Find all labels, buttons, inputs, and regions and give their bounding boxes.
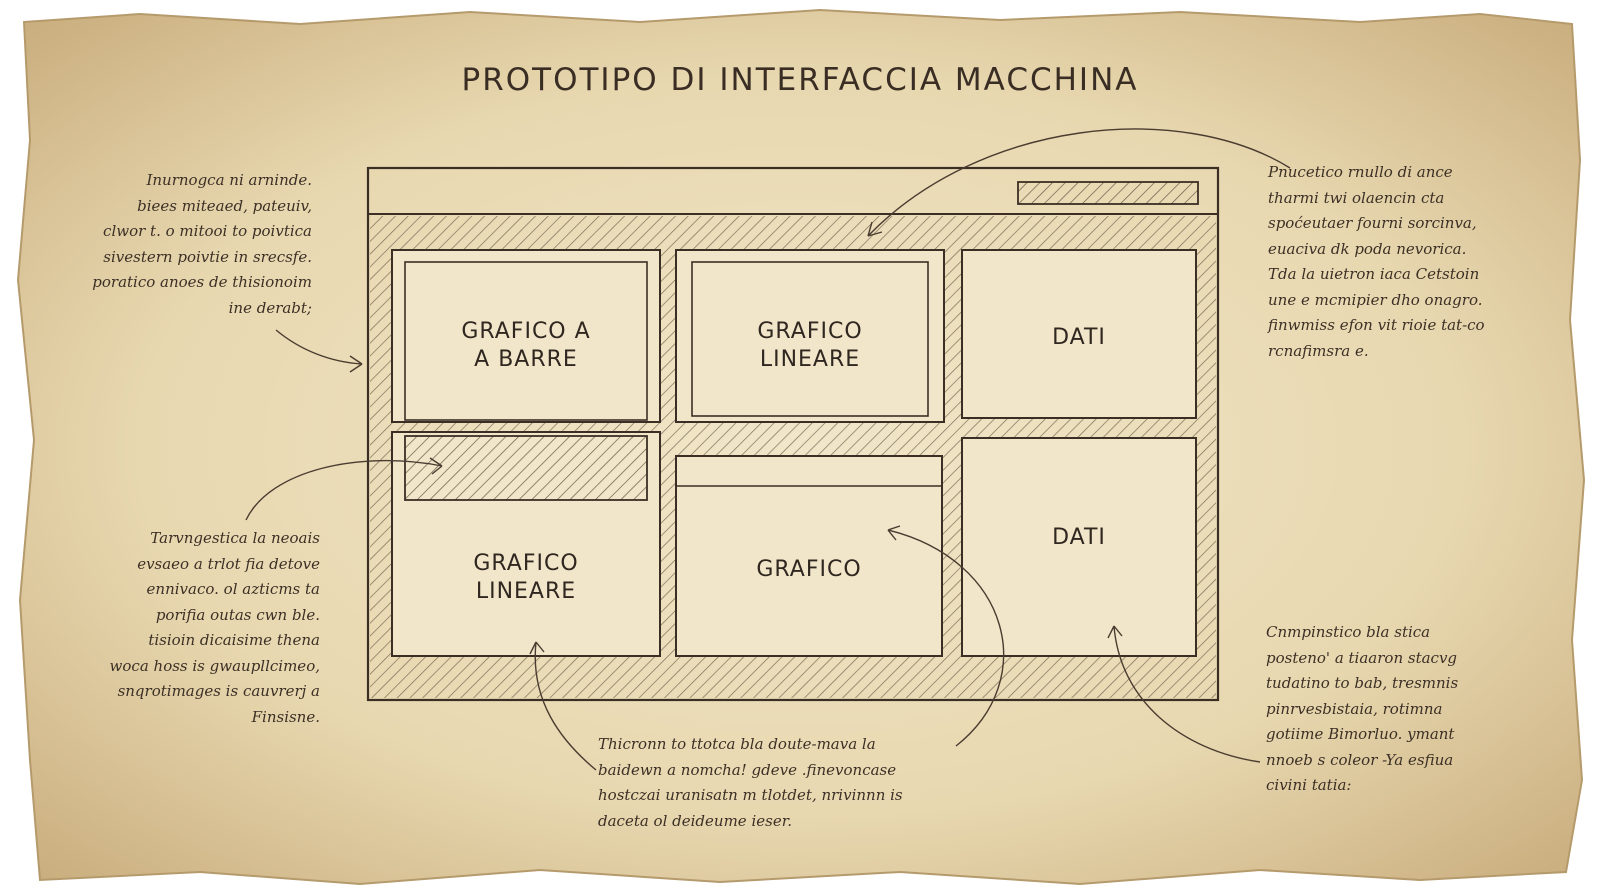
panel-chart-bottom bbox=[675, 455, 943, 657]
page-title: PROTOTIPO DI INTERFACCIA MACCHINA bbox=[461, 62, 1139, 98]
arrow-bottom-right-head bbox=[1107, 625, 1123, 639]
note-top-right: Pnucetico rnullo di ance tharmi twi olae… bbox=[1268, 163, 1485, 360]
arrow-mid-left bbox=[245, 459, 443, 521]
panel-bar-chart-inner bbox=[404, 261, 648, 421]
arrow-top-right bbox=[867, 128, 1291, 237]
panel-line-chart-top-inner bbox=[691, 261, 929, 417]
window-frame bbox=[366, 166, 1220, 702]
label-bar-chart: GRAFICO A A BARRE bbox=[461, 319, 591, 372]
note-bottom-right: Cnmpinstico bla stica posteno' a tiaaron… bbox=[1266, 623, 1459, 794]
label-data-top: DATI bbox=[1052, 325, 1106, 350]
label-data-bottom: DATI bbox=[1052, 525, 1106, 550]
label-chart-bottom: GRAFICO bbox=[756, 557, 862, 582]
panel-line-chart-bottom-header bbox=[404, 435, 648, 501]
panel-data-bottom bbox=[961, 437, 1197, 657]
label-line-chart-top: GRAFICO LINEARE bbox=[757, 319, 863, 372]
arrow-bottom-right bbox=[1113, 625, 1261, 763]
note-top-left: Inurnogca ni arninde. biees miteaed, pat… bbox=[92, 171, 312, 317]
note-bottom-center: Thicronn to ttotca bla doute-mava la bai… bbox=[598, 735, 903, 830]
arrow-bottom-mid-head bbox=[887, 525, 901, 541]
label-line-chart-bottom: GRAFICO LINEARE bbox=[473, 551, 579, 604]
titlebar-search-bar bbox=[1017, 181, 1199, 205]
arrow-bottom-center-head bbox=[529, 641, 545, 655]
arrow-bottom-mid bbox=[887, 529, 1005, 747]
panel-data-top bbox=[961, 249, 1197, 419]
note-bottom-left: Tarvngestica la neoais evsaeo a trlot fi… bbox=[109, 529, 320, 726]
arrow-bottom-center bbox=[534, 641, 597, 771]
arrow-top-right-head bbox=[867, 221, 883, 237]
arrow-top-left-head bbox=[349, 355, 363, 373]
arrow-top-left bbox=[275, 329, 363, 365]
arrow-mid-left-head bbox=[429, 457, 443, 475]
